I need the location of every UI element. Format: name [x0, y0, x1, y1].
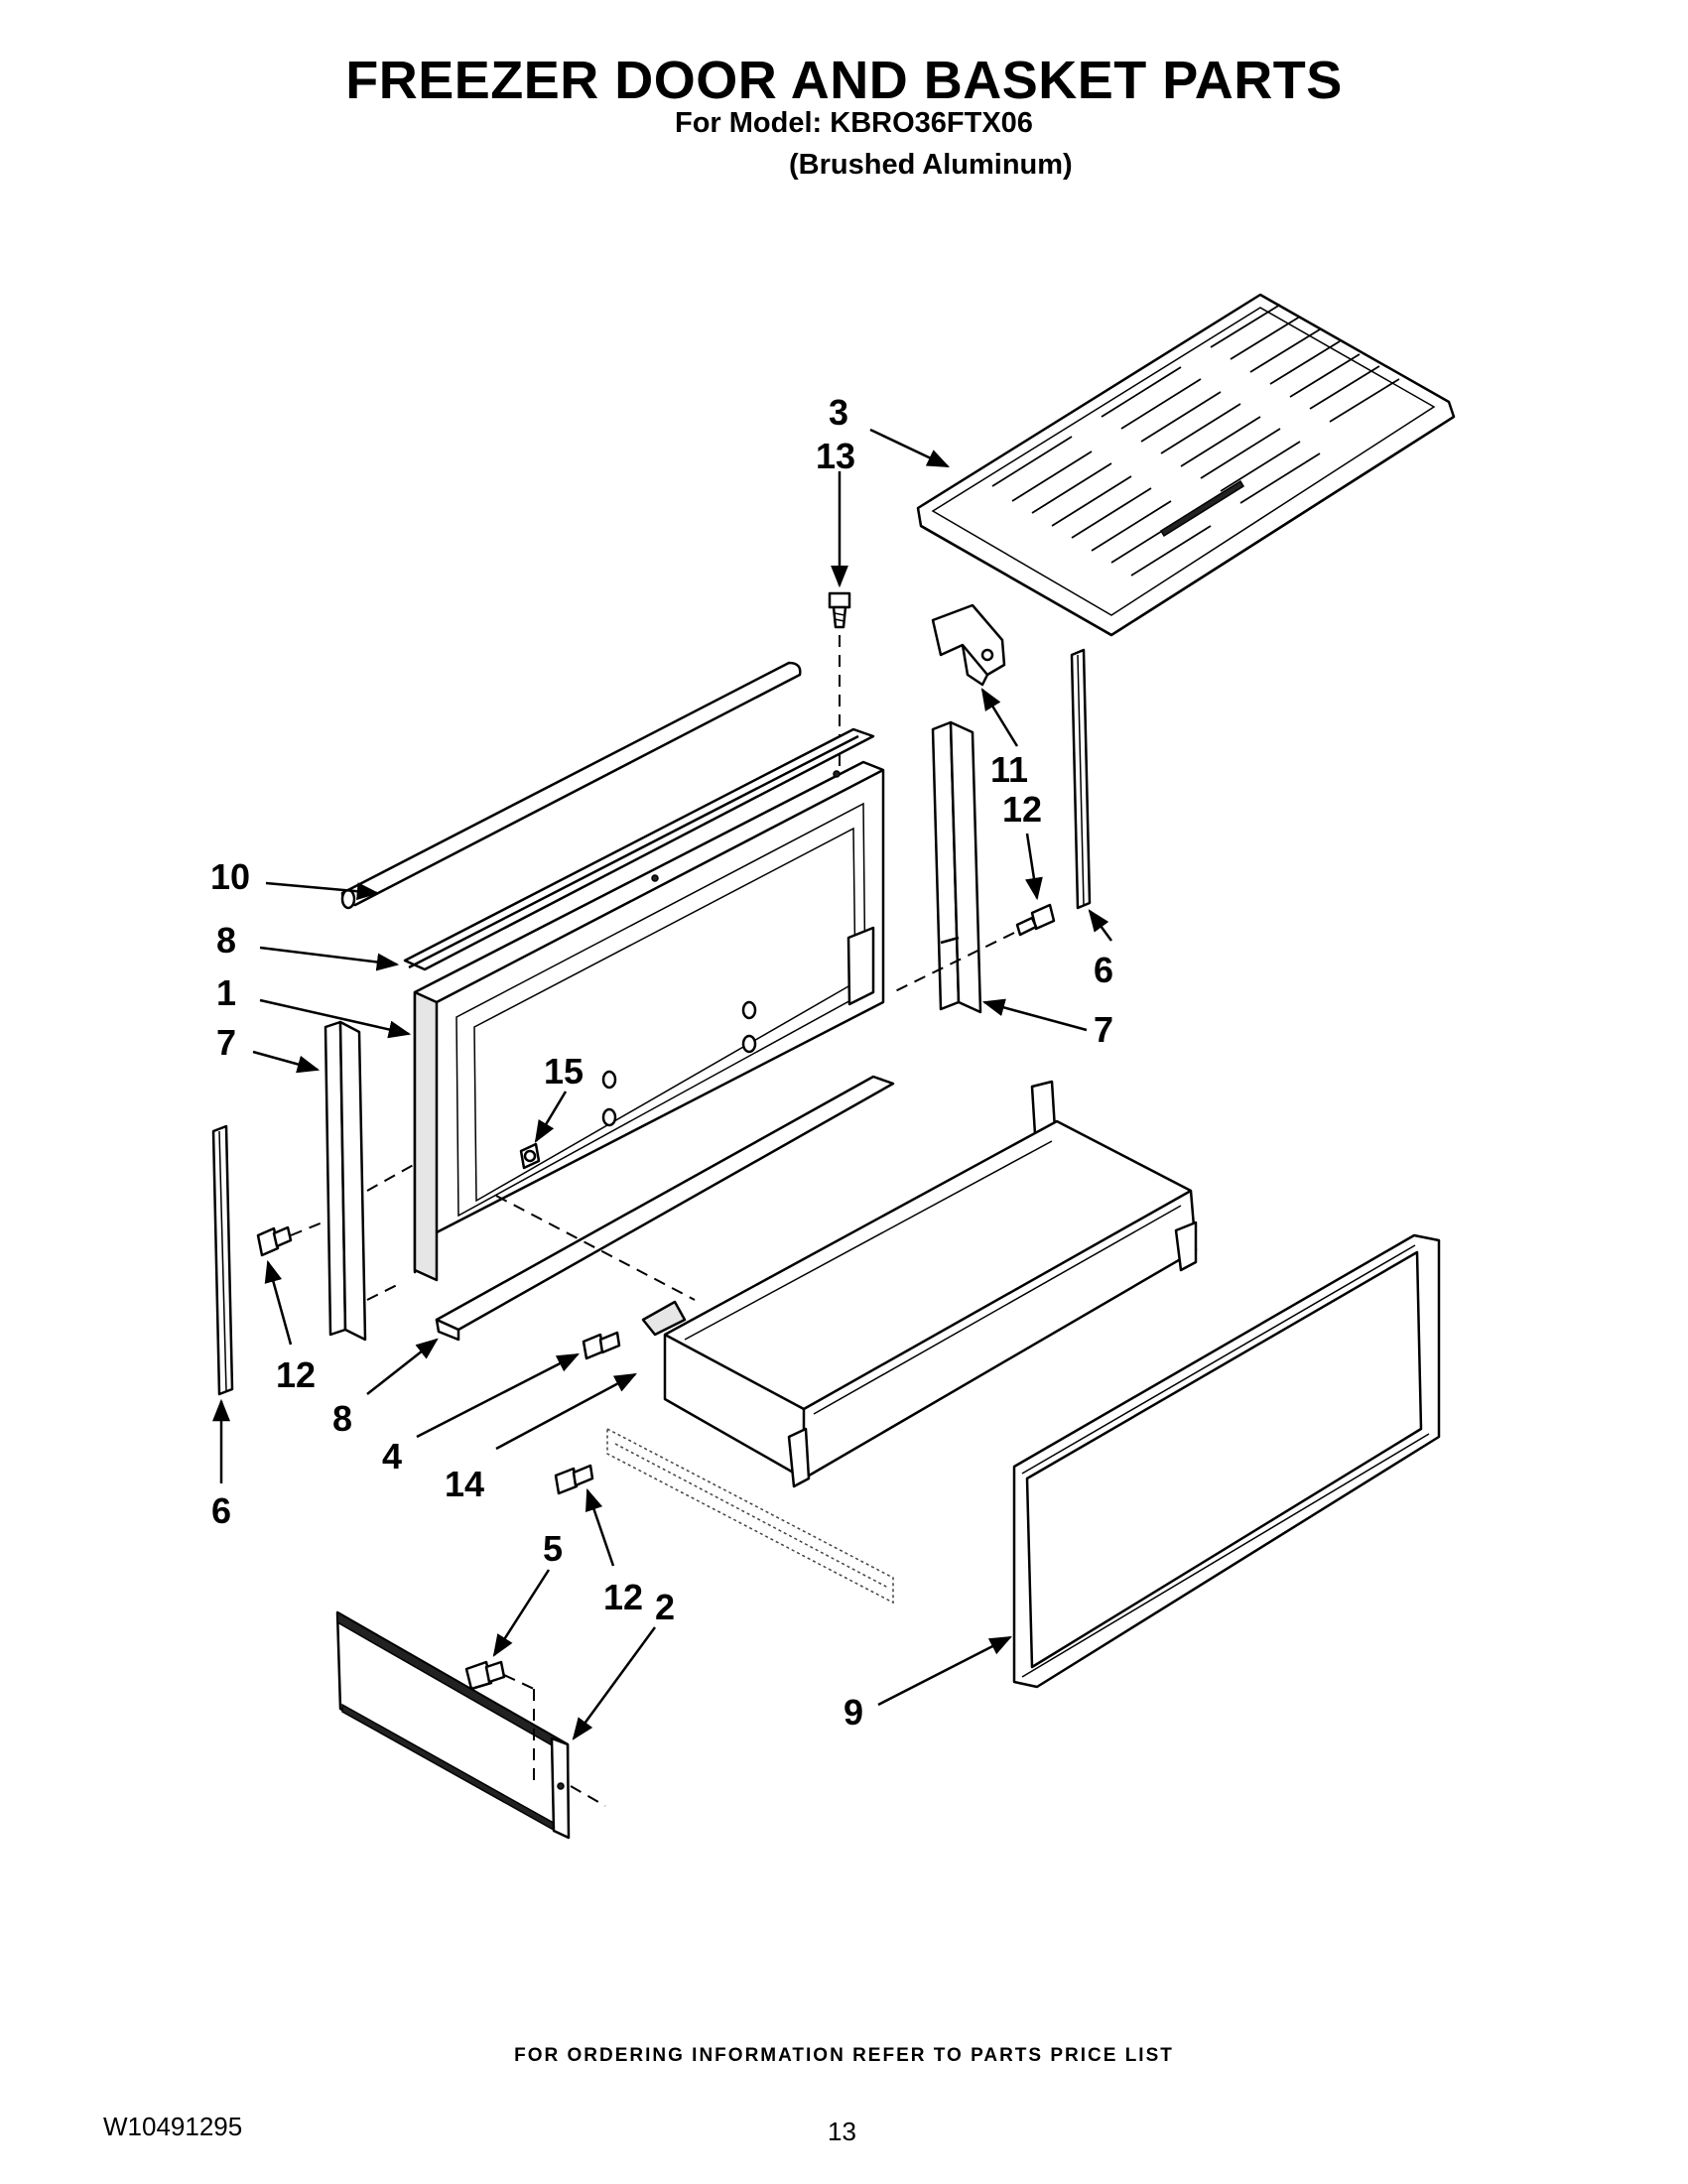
page-number: 13 [828, 2117, 856, 2146]
callout-11: 11 [990, 749, 1028, 790]
part-2-front-panel [335, 1610, 571, 1840]
part-8-channel-top [403, 727, 875, 971]
callout-8-top: 8 [216, 920, 236, 961]
callout-6-left: 6 [211, 1490, 231, 1531]
part-10-tube [340, 661, 802, 910]
callout-14: 14 [445, 1464, 484, 1504]
callout-13: 13 [816, 436, 855, 476]
callout-7-left: 7 [216, 1022, 236, 1063]
callout-labels: 3 13 11 12 6 7 10 8 1 7 15 12 8 4 14 6 5… [210, 392, 1113, 1733]
callout-7-right: 7 [1094, 1009, 1113, 1050]
leader-arrows [212, 428, 1113, 1740]
callout-12-right: 12 [1002, 789, 1042, 830]
part-5-cap [464, 1660, 506, 1691]
shelf-slots [991, 304, 1400, 577]
callout-6-right: 6 [1094, 950, 1113, 990]
callout-4: 4 [382, 1436, 402, 1477]
ordering-note: FOR ORDERING INFORMATION REFER TO PARTS … [514, 2045, 1174, 2066]
callout-5: 5 [543, 1528, 563, 1569]
part-13-screw [828, 591, 851, 629]
part-7-rail-right [931, 720, 982, 1014]
model-number: For Model: KBRO36FTX06 [675, 107, 1033, 139]
callout-2: 2 [655, 1587, 675, 1627]
part-basket [641, 1080, 1198, 1488]
part-12-screw-right [1015, 903, 1056, 937]
part-3-shelf [916, 293, 1456, 637]
part-9-gasket [1012, 1233, 1441, 1689]
callout-3: 3 [829, 392, 848, 433]
part-11-bracket [931, 603, 1006, 687]
part-6-trim-right [1070, 648, 1092, 910]
part-15-cap [519, 1142, 541, 1170]
part-8-channel-bottom [435, 1075, 895, 1342]
callout-15: 15 [544, 1051, 584, 1092]
callout-12-lower: 12 [603, 1577, 643, 1617]
part-4-screw [582, 1331, 621, 1360]
callout-1: 1 [216, 972, 236, 1013]
part-12-screw-lower [554, 1464, 594, 1495]
page-title: FREEZER DOOR AND BASKET PARTS [345, 51, 1343, 110]
callout-9: 9 [844, 1692, 863, 1733]
document-number: W10491295 [103, 2112, 243, 2141]
callout-10: 10 [210, 856, 250, 897]
finish-label: (Brushed Aluminum) [789, 149, 1073, 181]
basket-front-rail [606, 1427, 894, 1605]
callout-12-left: 12 [276, 1354, 316, 1395]
part-12-screw-left [256, 1225, 293, 1257]
callout-8-bottom: 8 [332, 1398, 352, 1439]
part-7-rail-left [324, 1020, 367, 1342]
part-6-trim-left [211, 1124, 234, 1396]
